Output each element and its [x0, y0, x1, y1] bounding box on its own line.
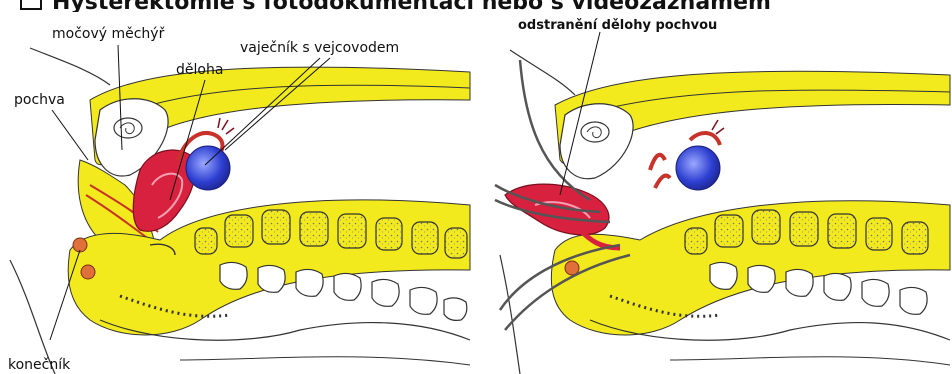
label-odstraneni: odstranění dělohy pochvou: [518, 18, 717, 34]
label-deloha: děloha: [176, 62, 223, 78]
label-vajecnik: vaječník s vejcovodem: [240, 40, 399, 56]
label-mocovy-mechyr: močový měchýř: [52, 26, 164, 42]
label-pochva: pochva: [14, 92, 65, 108]
body-outline: [30, 48, 110, 85]
left-panel: [10, 45, 470, 374]
ovary-right: [676, 146, 720, 190]
leader-pochva: [52, 110, 88, 160]
ovary: [186, 146, 230, 190]
anus-marker: [73, 238, 87, 252]
label-konecnik: konečník: [8, 357, 70, 373]
right-panel: [495, 32, 950, 374]
